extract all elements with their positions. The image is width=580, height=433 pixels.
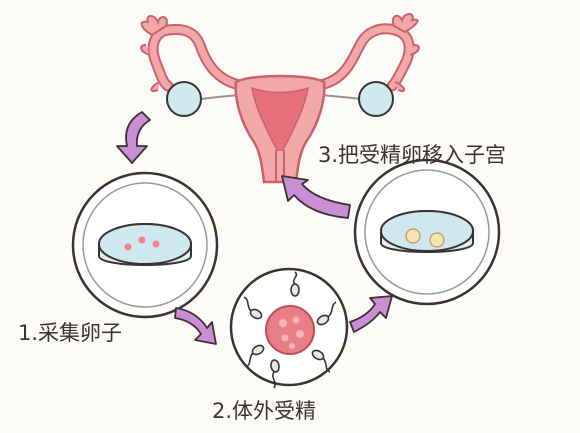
left-fimbriae: [140, 15, 168, 92]
right-fimbriae: [392, 13, 420, 92]
dish-embryos: [353, 158, 501, 306]
arrow-dish-to-uterus: [281, 175, 351, 219]
dish-collected-eggs: [71, 171, 219, 319]
step-1-label: 1.采集卵子: [18, 321, 122, 345]
arrow-fertilization-to-dish: [349, 295, 393, 333]
uterine-cavity: [251, 86, 309, 151]
fertilization-illustration: [229, 267, 349, 389]
arrow-ovary-to-dish: [116, 111, 151, 164]
arrows: [116, 111, 393, 345]
embryo: [405, 228, 421, 244]
arrow-dish-to-fertilization: [174, 307, 217, 345]
embryo: [429, 232, 445, 248]
sperm-cells: [243, 271, 337, 389]
step-3-label: 3.把受精卵移入子宫: [318, 143, 506, 167]
uterus-illustration: [140, 13, 420, 184]
right-ovary: [358, 81, 394, 117]
egg: [152, 240, 160, 248]
egg: [138, 236, 146, 244]
left-ovary: [166, 81, 202, 117]
step-2-label: 2.体外受精: [212, 399, 316, 423]
egg-cell: [265, 305, 315, 355]
egg: [124, 243, 132, 251]
